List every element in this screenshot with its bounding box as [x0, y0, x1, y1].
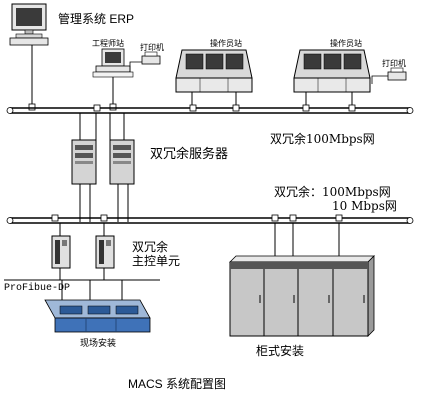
server-icon	[71, 139, 97, 185]
diagram-caption: MACS 系统配置图	[128, 377, 227, 391]
operator-console-icon	[293, 49, 371, 93]
printer-icon	[141, 51, 161, 65]
printer-link	[129, 61, 142, 72]
printer-label: 打印机	[140, 43, 164, 52]
tap-node	[28, 103, 36, 111]
network-label: 双冗余：100Mbps网	[274, 185, 391, 199]
field-io-modules-icon	[44, 299, 151, 333]
operator-station-label: 操作员站	[330, 39, 362, 48]
controller-icon	[95, 235, 115, 269]
operator-station-label: 操作员站	[210, 39, 242, 48]
control-network-bus	[6, 214, 414, 224]
engineer-station-icon	[92, 48, 134, 78]
controller-icon	[51, 235, 71, 269]
erp-computer-icon	[9, 3, 49, 46]
server-icon	[109, 139, 135, 185]
printer-icon	[387, 67, 407, 81]
printer-label: 打印机	[382, 59, 406, 68]
operator-console-icon	[175, 49, 253, 93]
network-label: 10 Mbps网	[332, 199, 397, 213]
printer-link	[371, 75, 388, 84]
top-network-bus	[6, 104, 414, 114]
erp-label: 管理系统 ERP	[58, 12, 135, 26]
controller-label: 双冗余	[132, 240, 169, 254]
tap-node	[109, 103, 117, 111]
network-label: 双冗余100Mbps网	[270, 132, 375, 146]
engineer-station-label: 工程师站	[92, 39, 124, 48]
cabinet-install-label: 柜式安装	[256, 344, 305, 358]
field-install-label: 现场安装	[80, 338, 117, 348]
profibus-label: ProFibue-DP	[4, 283, 71, 294]
controller-label: 主控单元	[132, 254, 181, 268]
cabinet-bank-icon	[229, 255, 375, 337]
server-label: 双冗余服务器	[150, 146, 229, 161]
